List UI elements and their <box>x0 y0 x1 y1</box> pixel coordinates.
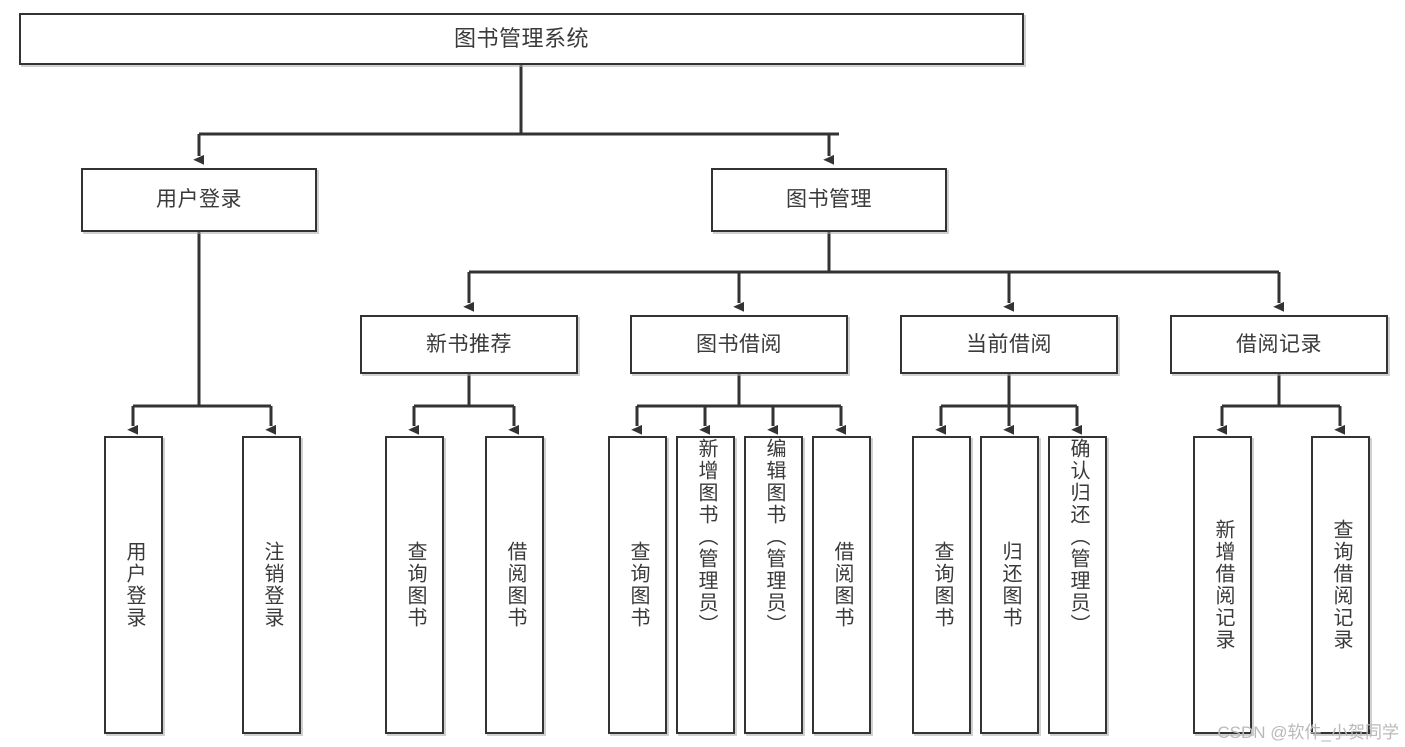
node-label: 查询图书 <box>627 541 649 629</box>
node-label: 新增图书（管理员） <box>695 438 717 636</box>
connector-lines <box>127 65 1346 435</box>
node-leaf-edit-book-admin[interactable]: 编辑图书（管理员） <box>744 436 803 734</box>
node-leaf-query-record[interactable]: 查询借阅记录 <box>1311 436 1370 734</box>
node-new-book-rec[interactable]: 新书推荐 <box>360 315 578 374</box>
node-leaf-logout-login[interactable]: 注销登录 <box>242 436 301 734</box>
node-label: 查询图书 <box>404 541 426 629</box>
node-label: 当前借阅 <box>966 332 1052 356</box>
node-leaf-add-record[interactable]: 新增借阅记录 <box>1193 436 1252 734</box>
node-book-borrow[interactable]: 图书借阅 <box>630 315 848 374</box>
node-label: 借阅记录 <box>1236 332 1322 356</box>
node-label: 借阅图书 <box>831 541 853 629</box>
node-root-system[interactable]: 图书管理系统 <box>19 13 1024 65</box>
node-label: 新增借阅记录 <box>1212 519 1234 651</box>
node-leaf-confirm-return[interactable]: 确认归还（管理员） <box>1048 436 1107 734</box>
node-label: 用户登录 <box>123 541 145 629</box>
node-label: 查询图书 <box>931 541 953 629</box>
node-label: 查询借阅记录 <box>1330 519 1352 651</box>
node-leaf-query-book-1[interactable]: 查询图书 <box>385 436 444 734</box>
node-book-manage[interactable]: 图书管理 <box>711 168 947 232</box>
node-user-login[interactable]: 用户登录 <box>81 168 317 232</box>
node-label: 图书管理系统 <box>453 25 589 51</box>
node-label: 借阅图书 <box>504 541 526 629</box>
node-label: 编辑图书（管理员） <box>763 438 785 636</box>
node-label: 图书管理 <box>786 188 872 212</box>
node-label: 注销登录 <box>261 541 283 629</box>
node-leaf-add-book-admin[interactable]: 新增图书（管理员） <box>676 436 735 734</box>
node-label: 图书借阅 <box>696 332 782 356</box>
node-label: 新书推荐 <box>426 332 512 356</box>
node-label: 确认归还（管理员） <box>1067 438 1089 636</box>
node-label: 归还图书 <box>999 541 1021 629</box>
node-leaf-return-book[interactable]: 归还图书 <box>980 436 1039 734</box>
node-leaf-borrow-book-2[interactable]: 借阅图书 <box>812 436 871 734</box>
node-label: 用户登录 <box>156 188 242 212</box>
node-leaf-user-login[interactable]: 用户登录 <box>104 436 163 734</box>
csdn-watermark: CSDN @软件_小贺同学 <box>1217 723 1399 742</box>
node-leaf-borrow-book-1[interactable]: 借阅图书 <box>485 436 544 734</box>
node-borrow-record[interactable]: 借阅记录 <box>1170 315 1388 374</box>
node-leaf-query-book-3[interactable]: 查询图书 <box>912 436 971 734</box>
node-current-borrow[interactable]: 当前借阅 <box>900 315 1118 374</box>
node-leaf-query-book-2[interactable]: 查询图书 <box>608 436 667 734</box>
